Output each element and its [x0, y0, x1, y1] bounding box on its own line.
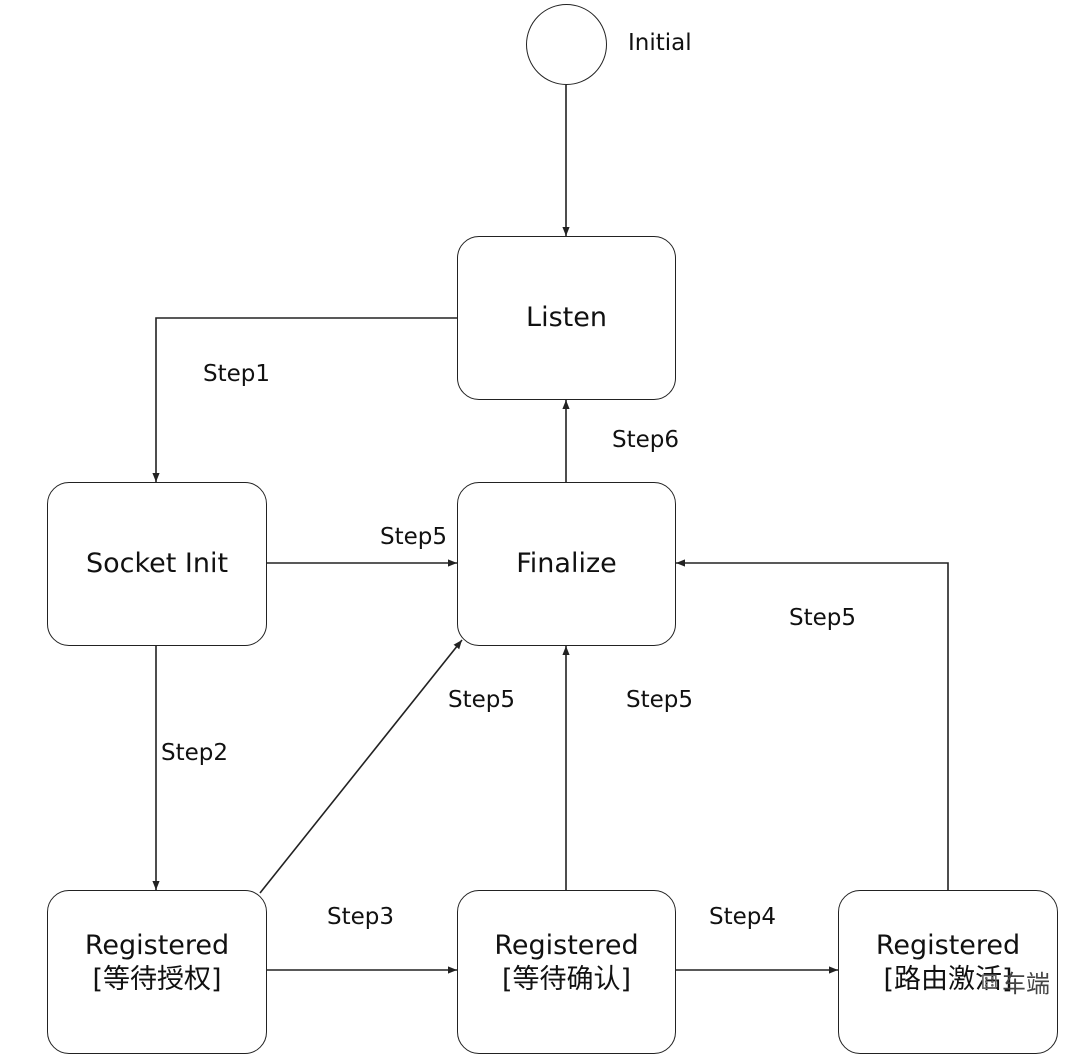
state-finalize: Finalize [457, 482, 676, 646]
initial-node [526, 4, 607, 85]
wechat-icon: ⚅ [980, 969, 998, 994]
state-listen: Listen [457, 236, 676, 400]
transition-step5-route-label: Step5 [789, 605, 857, 631]
state-socket-init: Socket Init [47, 482, 267, 646]
state-diagram-edges [152, 85, 949, 974]
state-socket-init-label: Socket Init [85, 548, 229, 580]
state-registered-auth: Registered [等待授权] [47, 890, 267, 1054]
initial-label: Initial [628, 30, 692, 56]
transition-step5-auth-label: Step5 [448, 687, 516, 713]
state-registered-confirm: Registered [等待确认] [457, 890, 676, 1054]
state-listen-label: Listen [526, 302, 607, 334]
transition-step5-socket-label: Step5 [380, 524, 448, 550]
state-finalize-label: Finalize [516, 548, 617, 580]
state-registered-route-label: Registered [路由激活] [875, 930, 1021, 995]
transition-step6-label: Step6 [612, 427, 680, 453]
transition-step2-label: Step2 [161, 740, 229, 766]
edge-step1 [152, 317, 457, 482]
watermark: ⚅ 车端 [981, 964, 1050, 999]
transition-step3-label: Step3 [327, 904, 395, 930]
watermark-text: 车端 [1002, 970, 1050, 998]
transition-step1-label: Step1 [203, 361, 271, 387]
state-registered-confirm-label: Registered [等待确认] [494, 930, 639, 995]
edge-step5-route [676, 559, 949, 890]
transition-step4-label: Step4 [709, 904, 777, 930]
transition-step5-confirm-label: Step5 [626, 687, 694, 713]
edge-step5-auth [259, 639, 463, 894]
state-registered-auth-label: Registered [等待授权] [84, 930, 230, 995]
